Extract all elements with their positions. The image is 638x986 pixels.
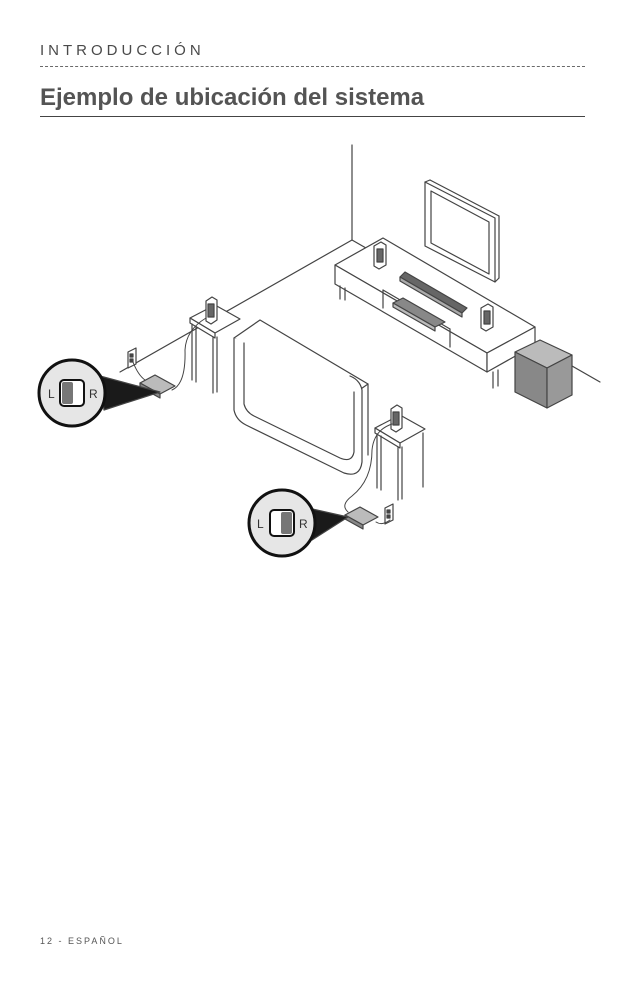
receiver-icon bbox=[344, 506, 379, 530]
sofa-icon bbox=[233, 319, 369, 475]
console-module bbox=[392, 297, 446, 332]
cables bbox=[132, 317, 393, 525]
lr-switch-icon: L R bbox=[257, 517, 308, 531]
page-title: Ejemplo de ubicación del sistema bbox=[40, 84, 425, 111]
switch-left-label: L bbox=[257, 517, 264, 531]
wall-outlet-icon bbox=[127, 347, 137, 369]
tv-console bbox=[334, 237, 536, 389]
section-divider bbox=[40, 66, 585, 67]
speaker-icon bbox=[373, 241, 387, 270]
switch-left-label: L bbox=[48, 387, 55, 401]
lr-switch-callout-left bbox=[37, 358, 161, 428]
wall-outlet-icon bbox=[384, 503, 394, 525]
switch-right-label: R bbox=[89, 387, 98, 401]
title-underline bbox=[40, 116, 585, 117]
page-footer: 12 - ESPAÑOL bbox=[40, 936, 124, 946]
speaker-icon bbox=[390, 404, 403, 433]
subwoofer-icon bbox=[514, 339, 573, 409]
speaker-icon bbox=[205, 296, 218, 325]
tv-icon bbox=[424, 179, 500, 283]
lr-switch-icon: L R bbox=[48, 387, 98, 401]
lr-switch-callout-bottom bbox=[247, 488, 349, 558]
speaker-icon bbox=[480, 303, 494, 332]
system-placement-illustration: L R L R bbox=[37, 144, 601, 558]
switch-right-label: R bbox=[299, 517, 308, 531]
soundbar-icon bbox=[399, 271, 468, 318]
section-label: INTRODUCCIÓN bbox=[40, 42, 205, 59]
